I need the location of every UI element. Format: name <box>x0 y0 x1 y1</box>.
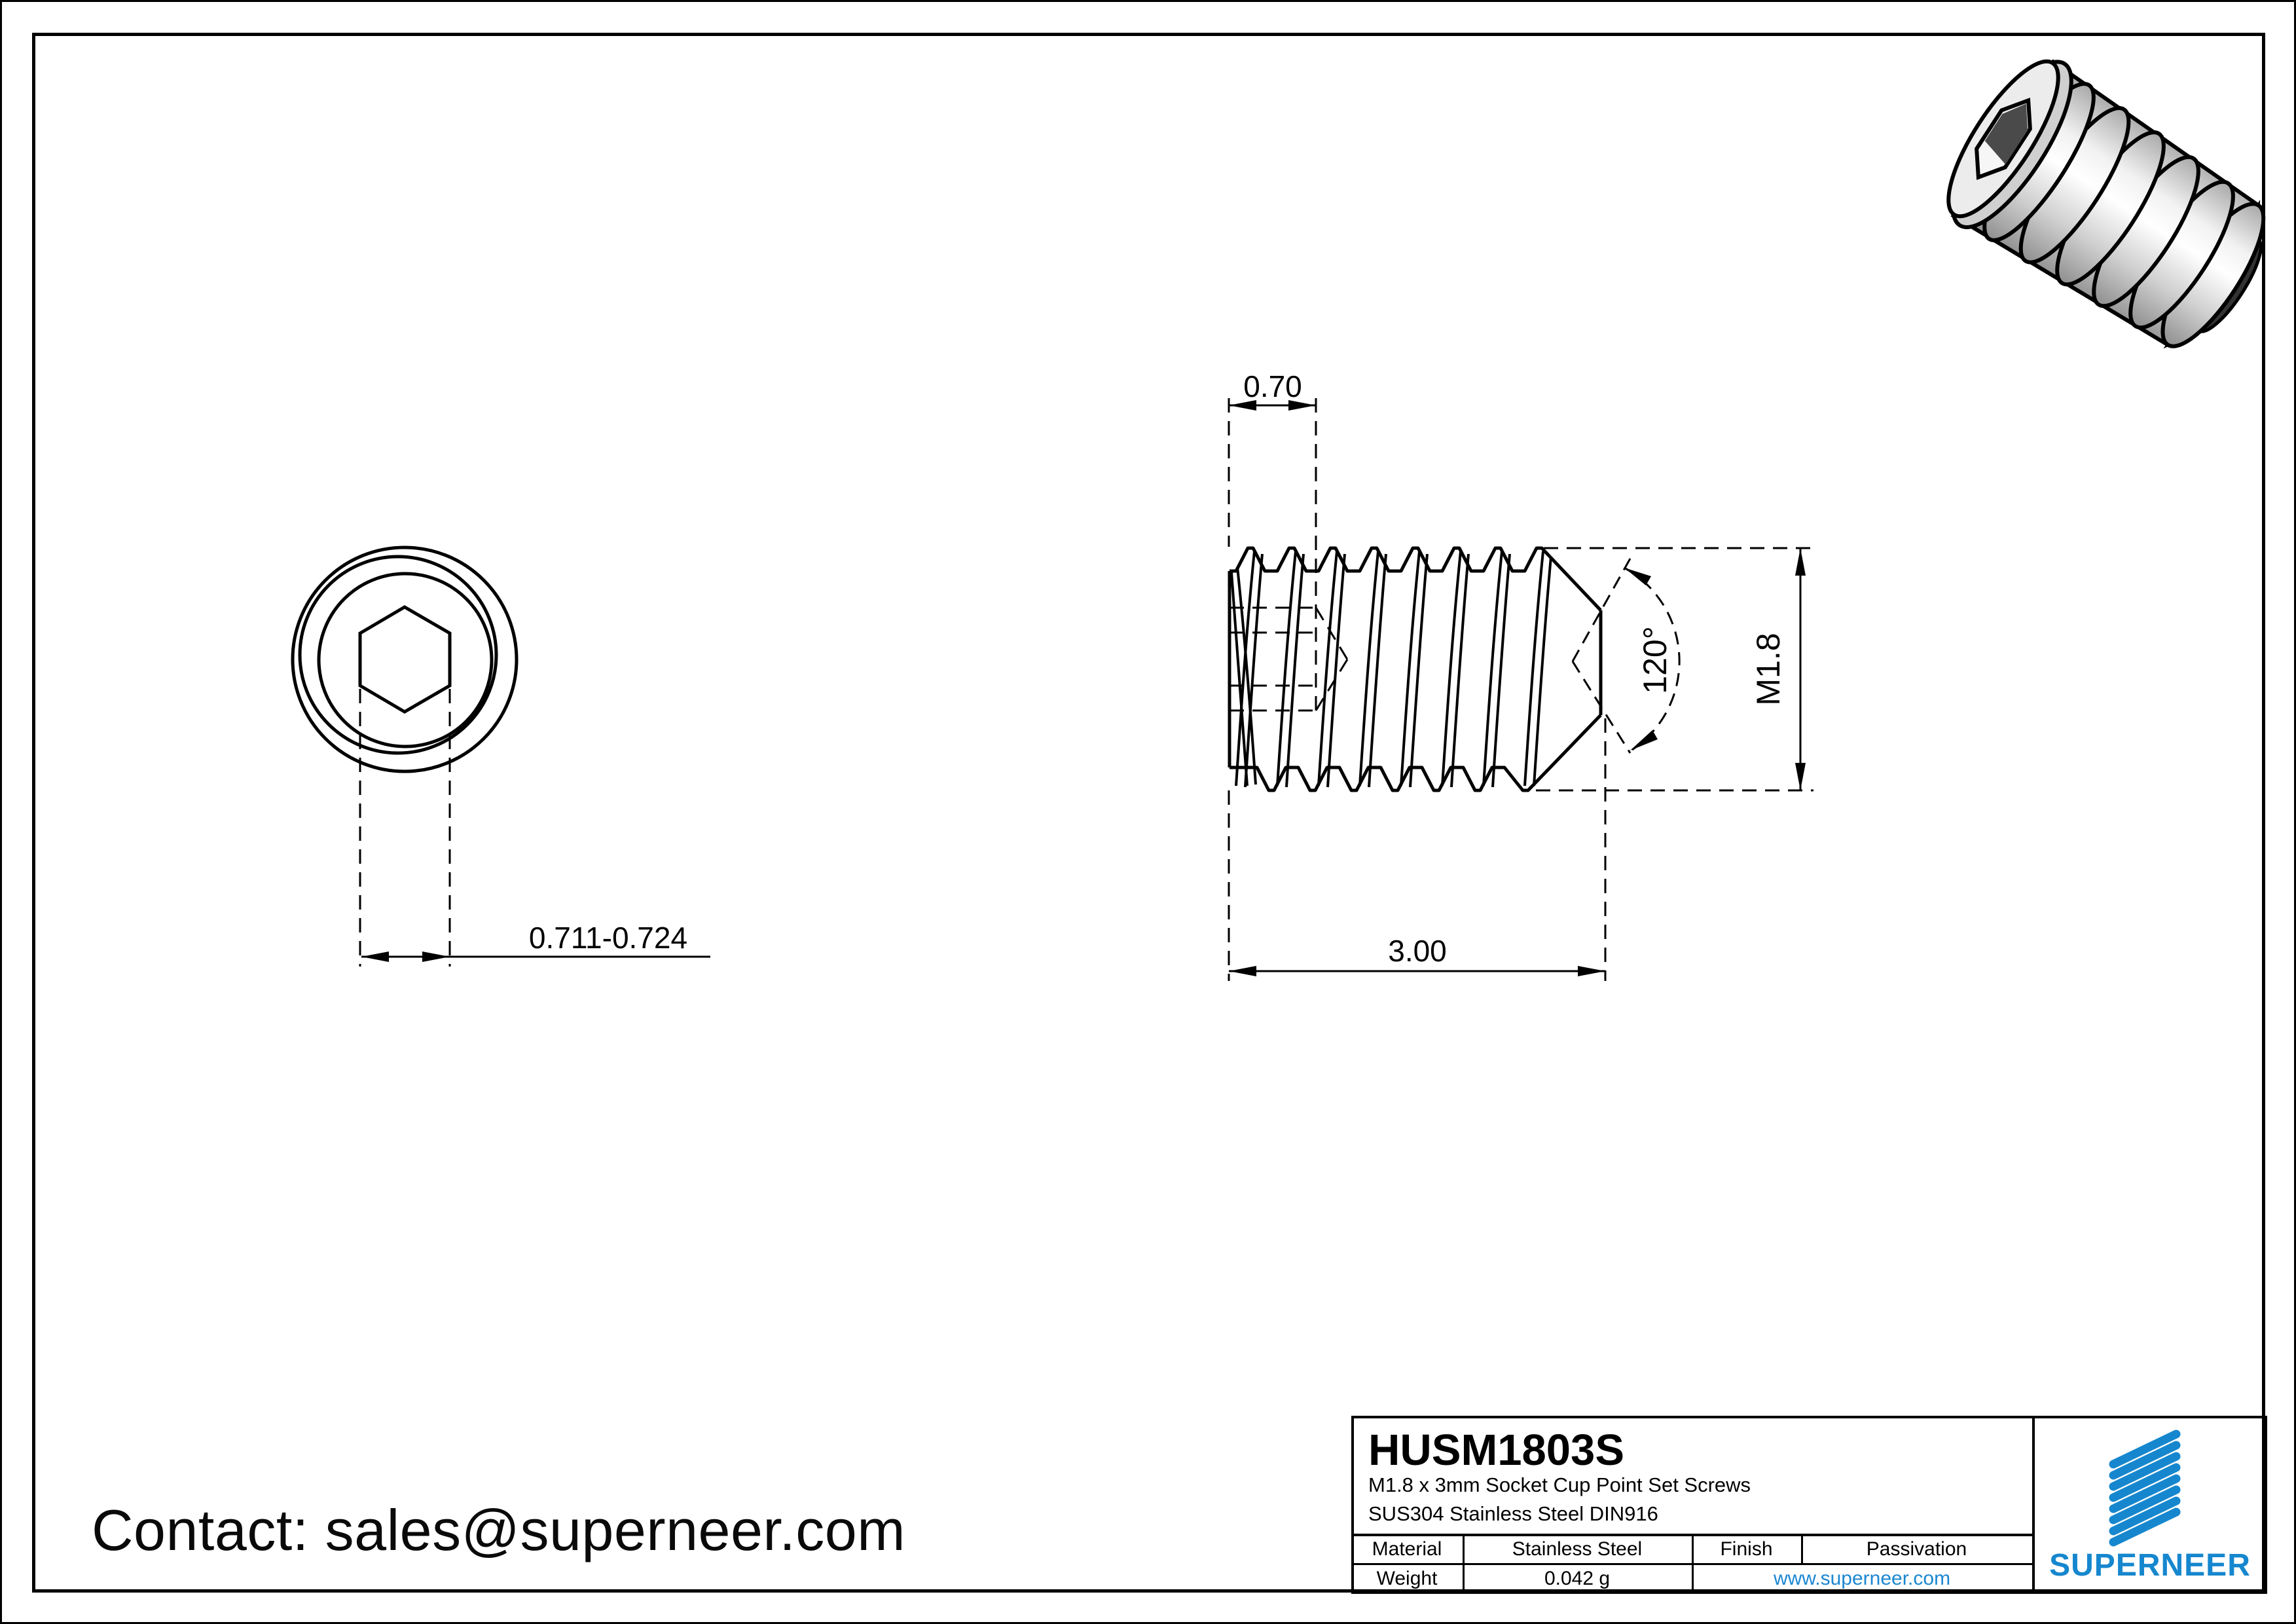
hidden-socket <box>1230 606 1349 712</box>
title-block-divider <box>2032 1416 2035 1594</box>
material-value: Stainless Steel <box>1512 1538 1643 1560</box>
arrowhead <box>361 951 389 962</box>
contact-email[interactable]: Contact: sales@superneer.com <box>92 1498 906 1562</box>
arrowhead <box>1288 400 1316 411</box>
length-dim: 3.00 <box>1388 934 1447 968</box>
title-block-col-line <box>1463 1534 1465 1594</box>
angle-construction <box>1571 558 1681 754</box>
arrowhead <box>1795 548 1806 576</box>
part-description: M1.8 x 3mm Socket Cup Point Set Screws <box>1368 1473 1751 1496</box>
socket-width-dim: 0.70 <box>1243 369 1302 403</box>
brand-logo <box>2109 1430 2181 1547</box>
screw-3d-render <box>1946 59 2266 349</box>
weight-value: 0.042 g <box>1544 1567 1611 1589</box>
arrowhead <box>1229 966 1256 976</box>
thread-runout <box>1236 566 1257 785</box>
thread-size-dim: M1.8 <box>1750 633 1787 705</box>
finish-label: Finish <box>1720 1538 1773 1560</box>
arrowhead <box>1578 966 1605 976</box>
title-block <box>1351 1416 2267 1594</box>
arrowhead <box>1795 763 1806 790</box>
weight-label: Weight <box>1376 1567 1438 1589</box>
front-minor-circle <box>317 572 494 748</box>
front-view: 0.711-0.724 <box>291 545 710 967</box>
brand-name: SUPERNEER <box>2049 1548 2251 1583</box>
arrowhead <box>1229 400 1256 411</box>
website-link[interactable]: www.superneer.com <box>1773 1567 1951 1589</box>
front-outer-circle <box>291 545 519 773</box>
point-angle-dim: 120° <box>1637 626 1673 693</box>
title-block-col-line <box>1692 1534 1694 1594</box>
side-view: 120° 0.70 3.00 M1.8 <box>1228 369 1813 981</box>
thread-profile-top <box>1230 546 1602 612</box>
arrowhead <box>1630 730 1658 750</box>
part-number: HUSM1803S <box>1368 1426 1625 1475</box>
drawing-frame <box>32 33 2265 1593</box>
front-width-dim: 0.711-0.724 <box>529 921 687 955</box>
front-crest-circle <box>298 555 498 755</box>
thread-flanks <box>1235 551 1552 788</box>
finish-value: Passivation <box>1866 1538 1967 1560</box>
thread-runout <box>1230 572 1248 786</box>
arrowhead <box>422 951 450 962</box>
material-label: Material <box>1372 1538 1442 1560</box>
part-material-spec: SUS304 Stainless Steel DIN916 <box>1368 1502 1658 1525</box>
title-block-col-line <box>1801 1534 1803 1563</box>
hex-socket-shadow <box>1984 103 2028 165</box>
front-hex-socket <box>358 605 452 714</box>
arrowhead <box>1624 568 1651 585</box>
